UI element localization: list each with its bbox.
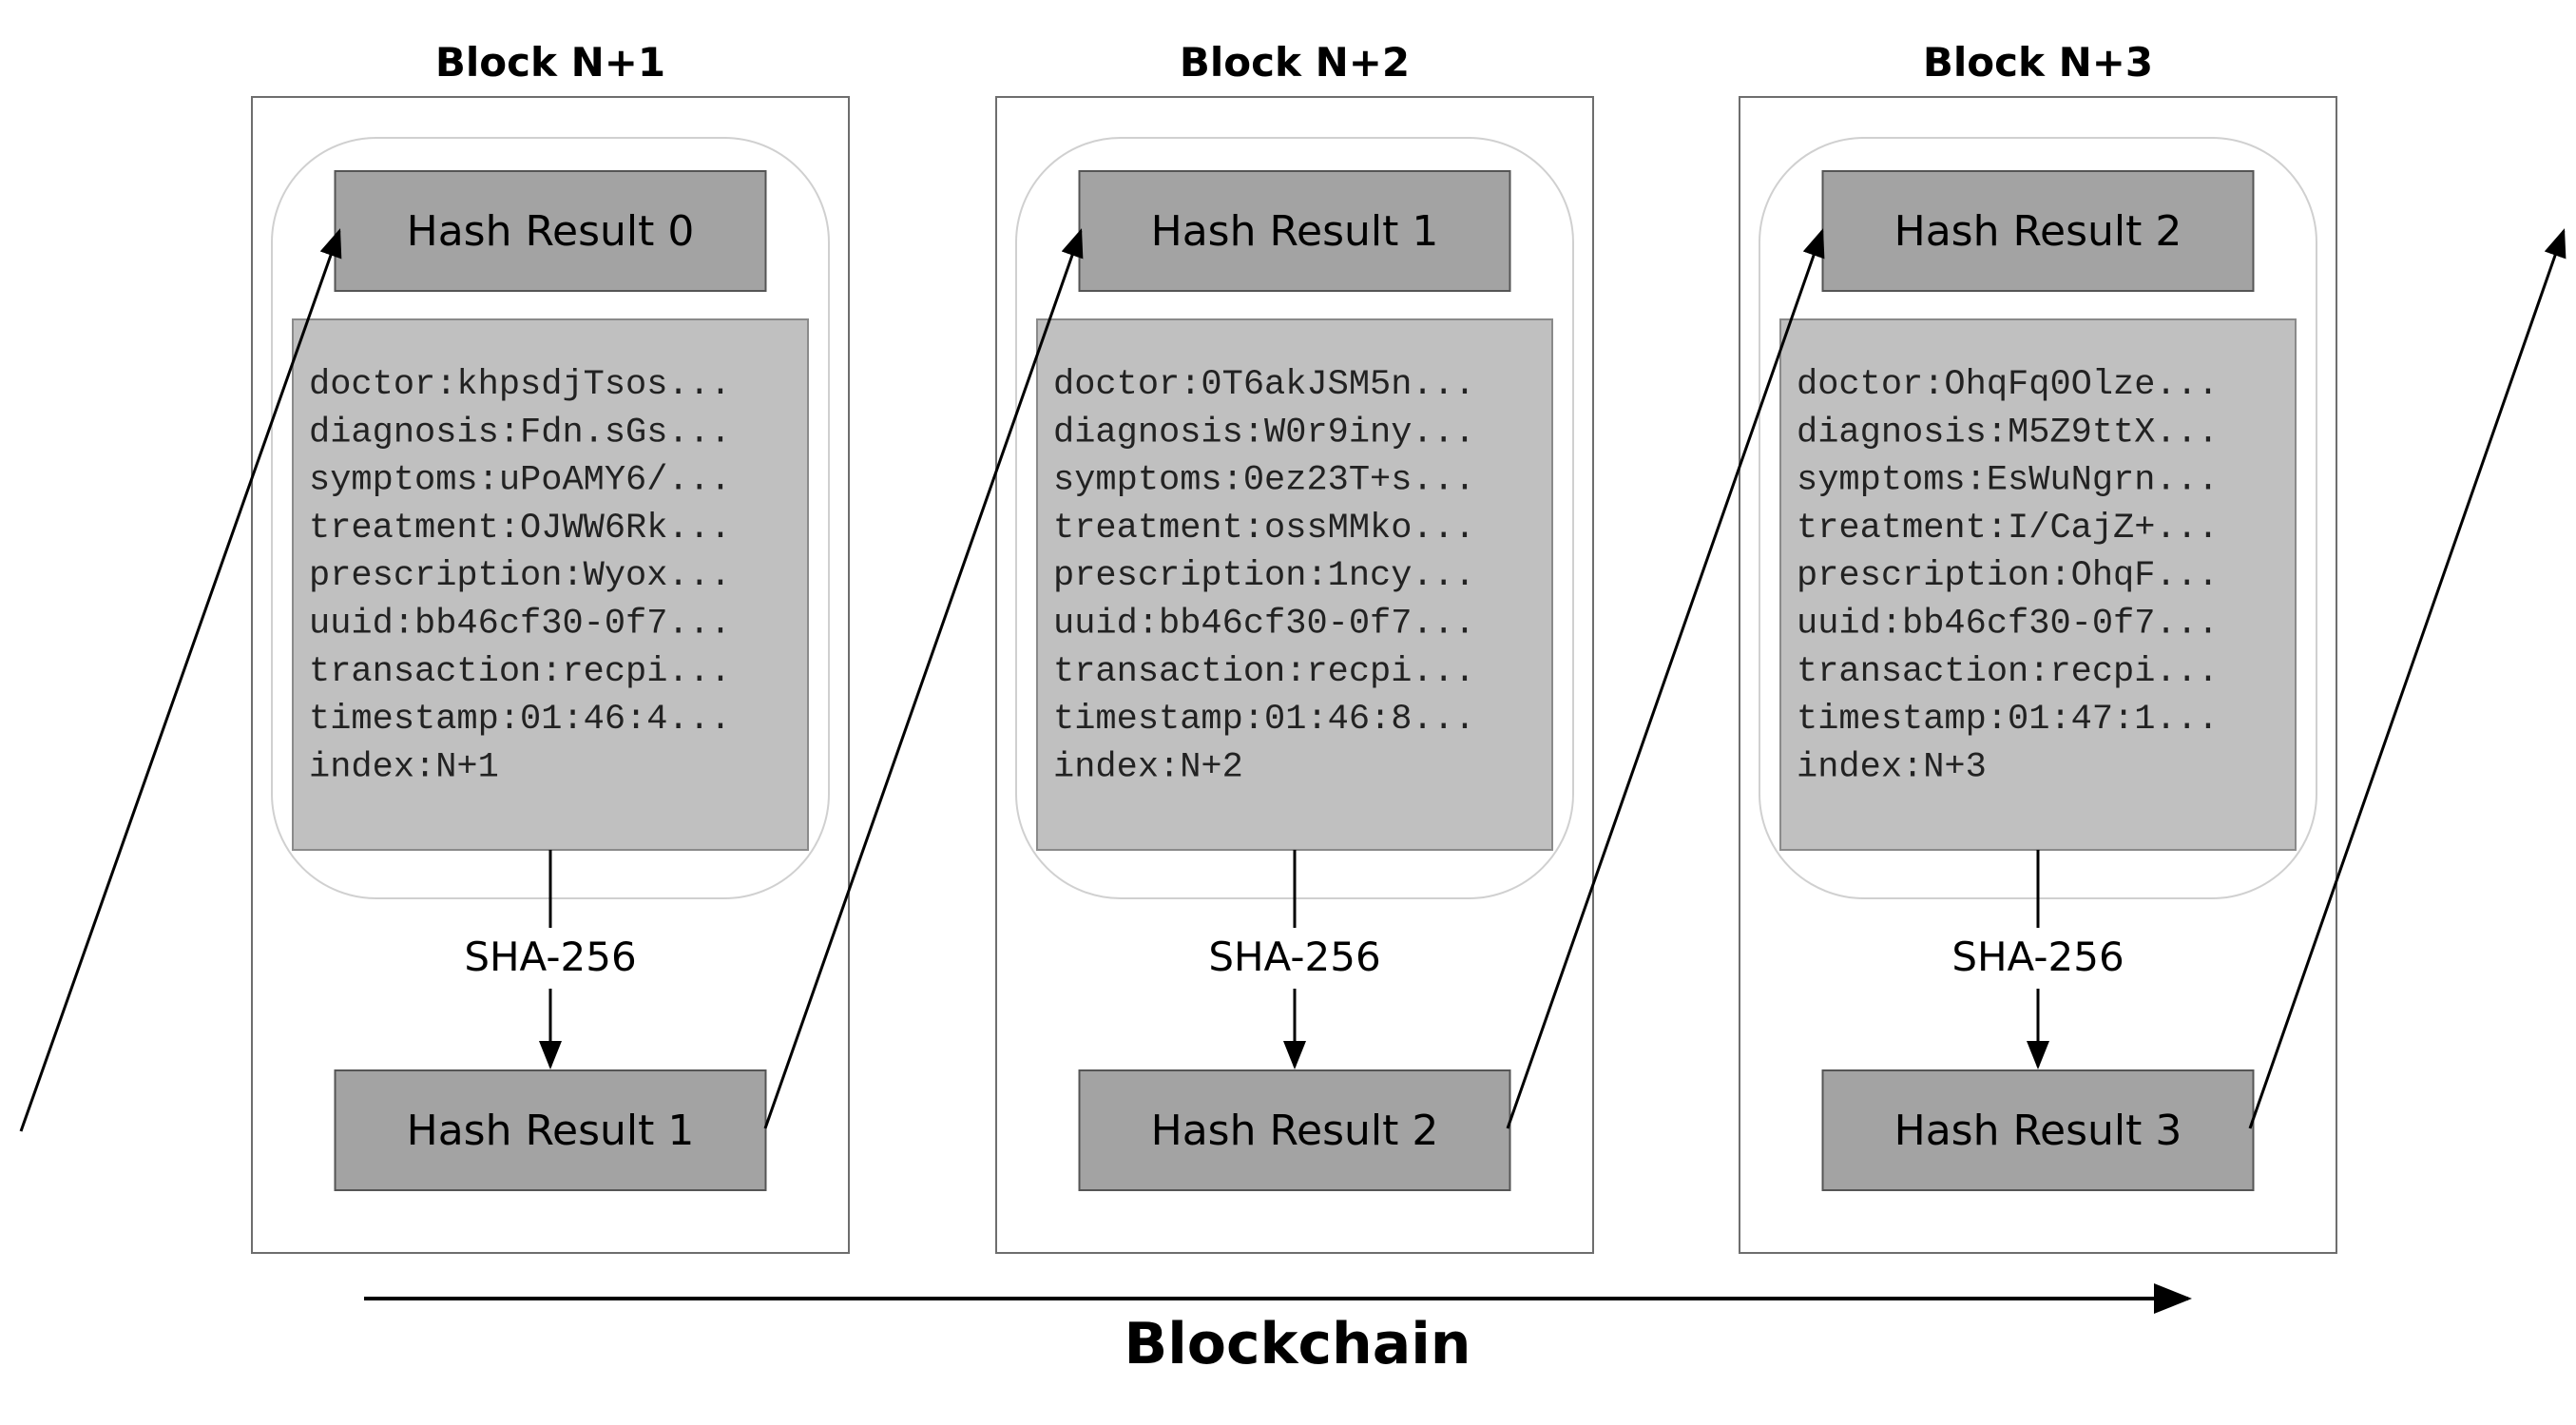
output-hash-label: Hash Result 3: [1894, 1107, 2182, 1155]
output-hash-label: Hash Result 2: [1151, 1107, 1439, 1155]
chain-link-arrow: [1506, 228, 1825, 1129]
record-field: index:N+1: [309, 747, 499, 787]
record-field: index:N+2: [1053, 747, 1243, 787]
previous-hash-label: Hash Result 1: [1151, 207, 1439, 256]
previous-hash-box: [1078, 170, 1511, 292]
record-field: symptoms:0ez23T+s...: [1053, 461, 1475, 501]
record-field: uuid:bb46cf30-0f7...: [1797, 605, 2219, 645]
record-field: doctor:khpsdjTsos...: [309, 365, 731, 405]
blockchain-footer: Blockchain: [364, 1283, 2192, 1377]
block-title: Block N+2: [1180, 39, 1410, 86]
block-data-panel: [1036, 318, 1553, 851]
block-frame: [995, 96, 1594, 1254]
hash-algorithm-label: SHA-256: [464, 934, 636, 980]
record-field: diagnosis:M5Z9ttX...: [1797, 413, 2219, 453]
hash-algorithm-label: SHA-256: [1951, 934, 2124, 980]
output-hash-box: [1078, 1069, 1511, 1191]
record-field: timestamp:01:46:8...: [1053, 700, 1475, 740]
record-field: doctor:OhqFq0Olze...: [1797, 365, 2219, 405]
blockchain-label: Blockchain: [1124, 1311, 1471, 1377]
chain-link-arrow: [763, 228, 1084, 1129]
record-field: treatment:ossMMko...: [1053, 509, 1475, 549]
block-frame: [1739, 96, 2337, 1254]
record-field: doctor:0T6akJSM5n...: [1053, 365, 1475, 405]
block-title: Block N+3: [1923, 39, 2153, 86]
hash-algorithm-label: SHA-256: [1208, 934, 1380, 980]
record-field: transaction:recpi...: [1053, 652, 1475, 692]
output-hash-box: [334, 1069, 767, 1191]
previous-hash-box: [1821, 170, 2255, 292]
previous-hash-box: [334, 170, 767, 292]
record-field: diagnosis:Fdn.sGs...: [309, 413, 731, 453]
record-field: timestamp:01:47:1...: [1797, 700, 2219, 740]
record-field: prescription:Wyox...: [309, 556, 731, 596]
record-field: diagnosis:W0r9iny...: [1053, 413, 1475, 453]
record-field: symptoms:uPoAMY6/...: [309, 461, 731, 501]
block-data-panel: [1779, 318, 2297, 851]
record-field: treatment:I/CajZ+...: [1797, 509, 2219, 549]
record-field: transaction:recpi...: [309, 652, 731, 692]
record-field: uuid:bb46cf30-0f7...: [309, 605, 731, 645]
chain-link-arrow: [2248, 228, 2566, 1129]
block-frame: [251, 96, 850, 1254]
record-field: index:N+3: [1797, 747, 1987, 787]
chain-link-arrow: [19, 228, 342, 1132]
record-field: prescription:OhqF...: [1797, 556, 2219, 596]
record-field: timestamp:01:46:4...: [309, 700, 731, 740]
previous-hash-label: Hash Result 0: [407, 207, 695, 256]
output-hash-box: [1821, 1069, 2255, 1191]
record-field: prescription:1ncy...: [1053, 556, 1475, 596]
block-title: Block N+1: [435, 39, 665, 86]
record-field: treatment:OJWW6Rk...: [309, 509, 731, 549]
record-field: transaction:recpi...: [1797, 652, 2219, 692]
record-field: uuid:bb46cf30-0f7...: [1053, 605, 1475, 645]
output-hash-label: Hash Result 1: [407, 1107, 695, 1155]
previous-hash-label: Hash Result 2: [1894, 207, 2182, 256]
record-field: symptoms:EsWuNgrn...: [1797, 461, 2219, 501]
